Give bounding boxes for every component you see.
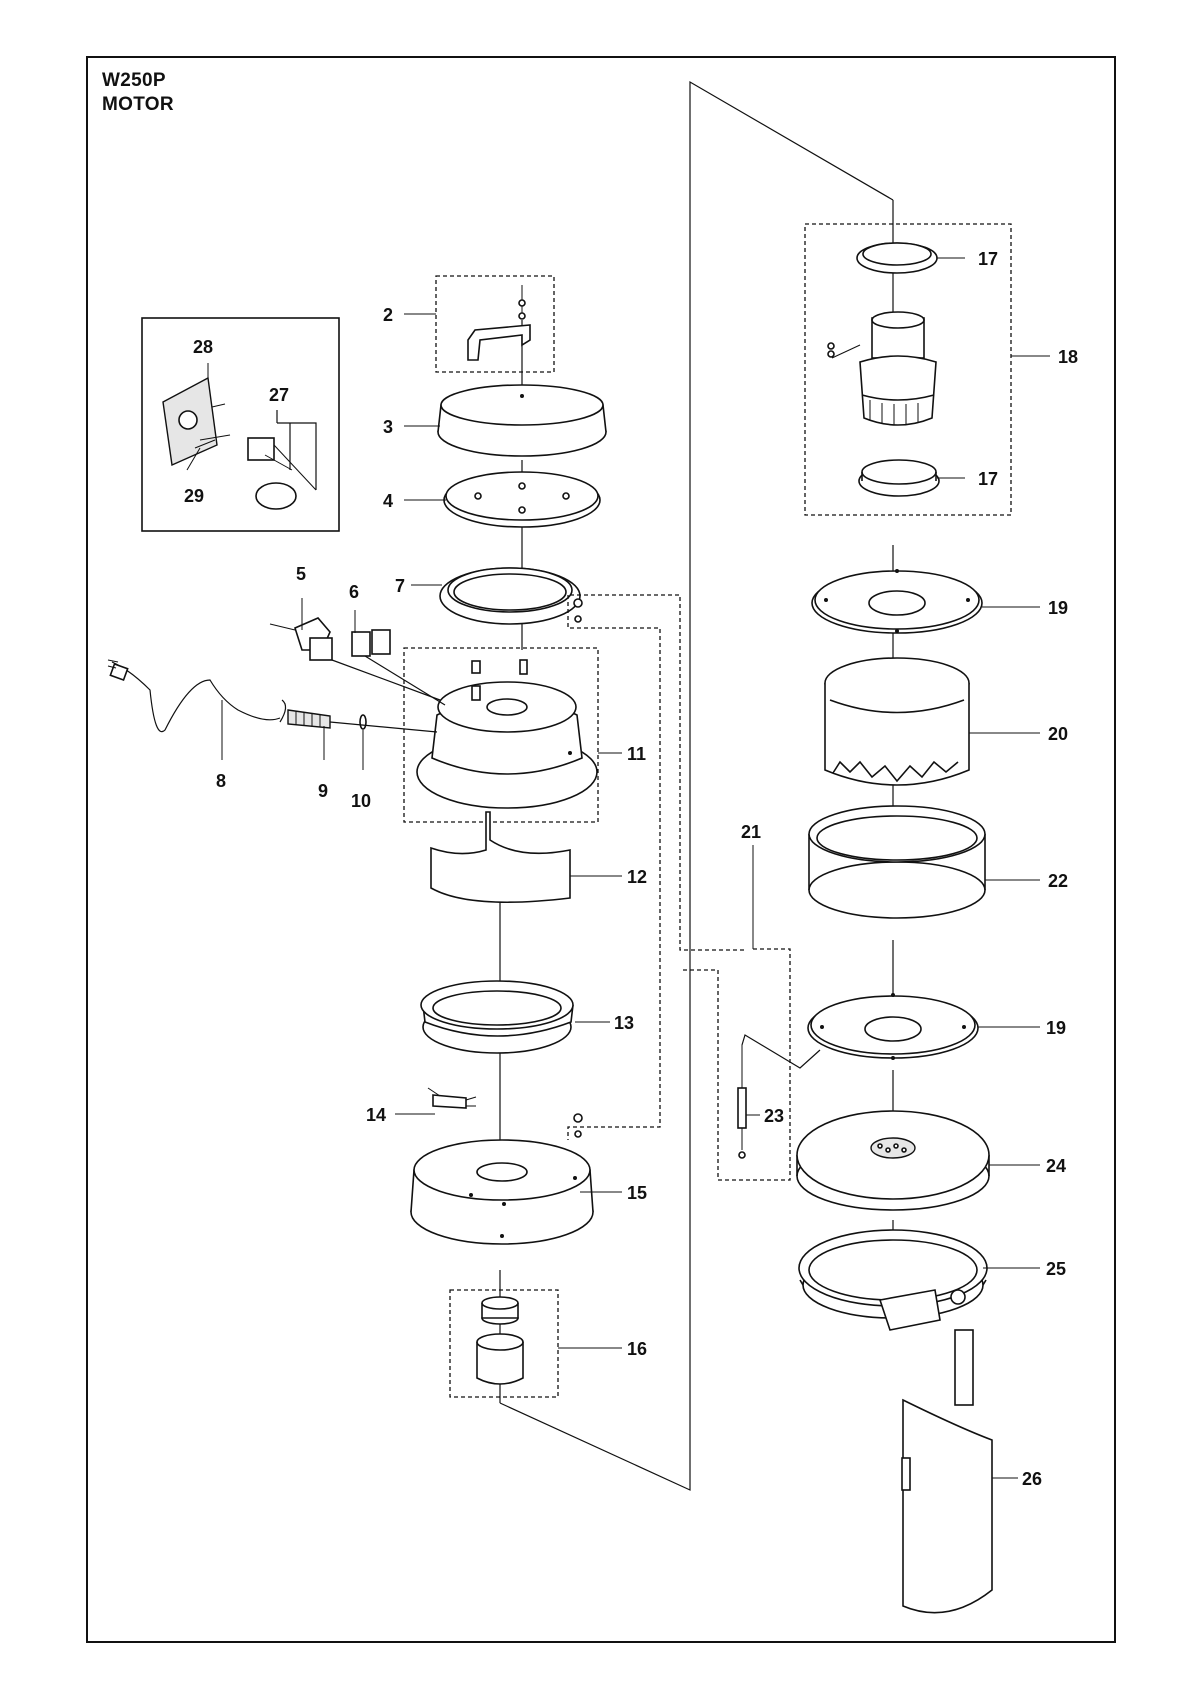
callout-23: 23 <box>764 1106 784 1126</box>
part-12-shield <box>430 811 571 904</box>
part-14-capacitor <box>427 1087 477 1109</box>
callout-29: 29 <box>184 486 204 506</box>
part-2-handle <box>435 275 555 373</box>
callout-17-lower: 17 <box>978 469 998 489</box>
part-18-motor-unit <box>804 223 1012 516</box>
part-19-plate-upper <box>811 569 983 634</box>
part-11-screw-bracket <box>567 595 661 1140</box>
part-5-switch <box>269 617 333 661</box>
leader-line <box>331 659 441 701</box>
part-3-cover <box>437 384 607 457</box>
callout-12: 12 <box>627 867 647 887</box>
callout-19-lower: 19 <box>1046 1018 1066 1038</box>
leader-line <box>329 721 438 733</box>
part-4-plate <box>443 471 601 528</box>
part-15-base <box>410 1139 594 1245</box>
callout-16: 16 <box>627 1339 647 1359</box>
part-21-23-sensor-assembly <box>680 948 821 1181</box>
assembly-connector-line <box>499 80 894 1491</box>
callout-27: 27 <box>269 385 289 405</box>
part-26-shield-panel <box>901 1398 993 1614</box>
callout-8: 8 <box>216 771 226 791</box>
callout-15: 15 <box>627 1183 647 1203</box>
diagram-border <box>86 56 1116 1643</box>
part-6-terminal-block <box>351 629 391 657</box>
callout-21: 21 <box>741 822 761 842</box>
callout-24: 24 <box>1046 1156 1066 1176</box>
part-21-dashed-link <box>570 594 745 951</box>
inset-panel-27-29 <box>141 317 340 532</box>
callout-2: 2 <box>383 305 393 325</box>
part-10-ring <box>359 714 367 730</box>
callout-18: 18 <box>1058 347 1078 367</box>
part-19-plate-lower <box>807 993 979 1060</box>
part-7-gasket <box>439 567 581 625</box>
section-title: MOTOR <box>102 94 174 115</box>
callout-13: 13 <box>614 1013 634 1033</box>
callout-4: 4 <box>383 491 393 511</box>
callout-17-upper: 17 <box>978 249 998 269</box>
part-9-strain-relief <box>287 709 331 729</box>
callout-10: 10 <box>351 791 371 811</box>
callout-22: 22 <box>1048 871 1068 891</box>
callout-11: 11 <box>627 744 646 764</box>
part-11-motor-housing <box>403 647 599 823</box>
part-22-outer-ring <box>808 805 986 919</box>
part-13-ring <box>420 980 574 1054</box>
callout-labels: 2 3 4 5 6 7 8 9 10 11 12 13 14 15 16 17 … <box>184 249 1078 1489</box>
callout-9: 9 <box>318 781 328 801</box>
part-16-bushing <box>449 1289 559 1398</box>
callout-7: 7 <box>395 576 405 596</box>
part-20-fan-housing <box>824 657 970 786</box>
callout-5: 5 <box>296 564 306 584</box>
callout-25: 25 <box>1046 1259 1066 1279</box>
part-25-tray <box>798 1229 988 1406</box>
callout-19-upper: 19 <box>1048 598 1068 618</box>
leader-line <box>364 655 446 706</box>
part-24-filter-cover <box>796 1110 990 1211</box>
callout-26: 26 <box>1022 1469 1042 1489</box>
part-8-power-cord <box>107 659 287 733</box>
callout-3: 3 <box>383 417 393 437</box>
callout-28: 28 <box>193 337 213 357</box>
callout-20: 20 <box>1048 724 1068 744</box>
callout-14: 14 <box>366 1105 386 1125</box>
model-title: W250P <box>102 70 166 91</box>
callout-leaders <box>186 257 1050 1479</box>
callout-6: 6 <box>349 582 359 602</box>
